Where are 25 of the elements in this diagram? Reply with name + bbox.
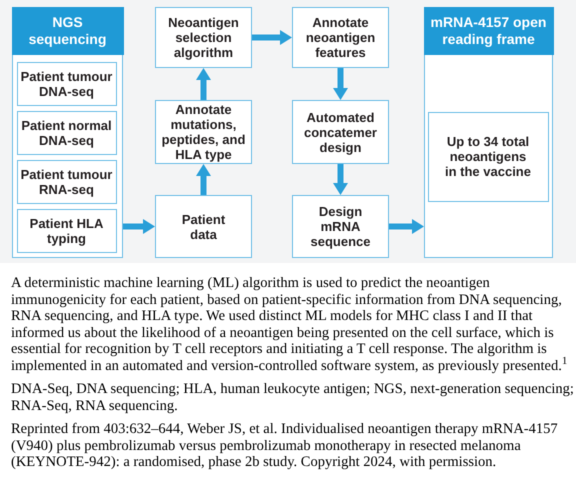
- process-box: Patient tumour DNA-seq: [16, 62, 116, 106]
- description-paragraph: A deterministic machine learning (ML) algorithm is used to predict the neoantigen immunogenicity for each patient, based on patient-specific information from DNA sequencing, RNA sequencing, and HLA type. We used distinct ML models for MHC class I and II that informed us about the likelihood of a neoantigen being presented on the cell surface, which is essential for recognition by T cell receptors and initiating a T cell response. The algorithm is implemented in an automated and version-controlled software system, as previously presented.$^{1}$: [11, 275, 568, 374]
- process-box: Patient HLA typing: [16, 208, 116, 252]
- abbreviations-note: DNA-Seq, DNA sequencing; HLA, human leukocyte antigen; NGS, next-generation sequencing; RNA-Seq, RNA sequencing.: [11, 381, 575, 414]
- arrow: [196, 164, 211, 195]
- arrow: [333, 68, 348, 100]
- process-box: Design mRNA sequence: [292, 195, 389, 258]
- process-box: Patient tumour RNA-seq: [16, 160, 116, 204]
- arrow: [333, 164, 348, 195]
- group-panel: [424, 7, 553, 258]
- arrow: [196, 68, 211, 100]
- process-box: Annotate mutations, peptides, and HLA type: [155, 100, 252, 164]
- arrow: [252, 30, 292, 45]
- arrow: [389, 219, 424, 234]
- process-box: Up to 34 total neoantigens in the vaccine: [428, 112, 548, 202]
- arrow: [123, 219, 155, 234]
- process-box: Automated concatemer design: [292, 100, 389, 164]
- process-box: Neoantigen selection algorithm: [155, 7, 252, 68]
- process-box: Patient normal DNA-seq: [16, 110, 116, 154]
- panel-header: mRNA-4157 open reading frame: [424, 6, 554, 54]
- process-box: Patient data: [155, 195, 252, 258]
- citation-note: Reprinted from 403:632–644, Weber JS, et al. Individualised neoantigen therapy mRNA-4157 (V940) plus pembrolizumab versus pembrolizumab monotherapy in resected melanoma (KEYNOTE-942): a randomised, phase 2b study. Copyright 2024, with permission.: [11, 421, 559, 470]
- process-box: Annotate neoantigen features: [292, 7, 389, 68]
- panel-header: NGS sequencing: [12, 6, 124, 54]
- group-panel: [12, 7, 123, 258]
